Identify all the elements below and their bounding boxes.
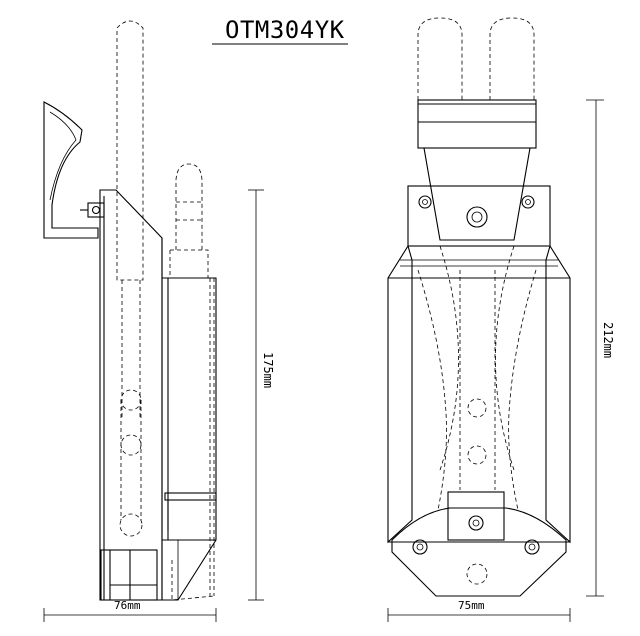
front-height-label: 212mm bbox=[601, 322, 615, 358]
side-height-label: 175mm bbox=[261, 352, 275, 388]
title-block: OTM304YK bbox=[212, 16, 348, 45]
side-hidden-tool bbox=[116, 20, 144, 281]
tool-cap bbox=[417, 99, 537, 149]
front-bottom-plate bbox=[391, 507, 567, 597]
side-view: 175mm 76mm bbox=[43, 20, 275, 622]
front-top-rivet bbox=[466, 206, 488, 228]
drawing-title: OTM304YK bbox=[225, 16, 345, 44]
side-pouch bbox=[161, 238, 217, 601]
front-width-label: 75mm bbox=[458, 599, 485, 612]
belt-clip bbox=[43, 101, 99, 239]
side-body-back bbox=[99, 189, 163, 601]
front-hidden-tools bbox=[417, 245, 537, 511]
side-width-label: 76mm bbox=[114, 599, 141, 612]
front-view: 212mm 75mm bbox=[387, 17, 615, 622]
clip-hinge bbox=[87, 202, 105, 218]
front-hidden-handles bbox=[417, 17, 535, 100]
front-top-plate bbox=[407, 185, 551, 247]
clip-screw bbox=[91, 205, 101, 215]
side-hidden-screwdriver bbox=[169, 163, 209, 278]
front-body bbox=[387, 244, 413, 544]
